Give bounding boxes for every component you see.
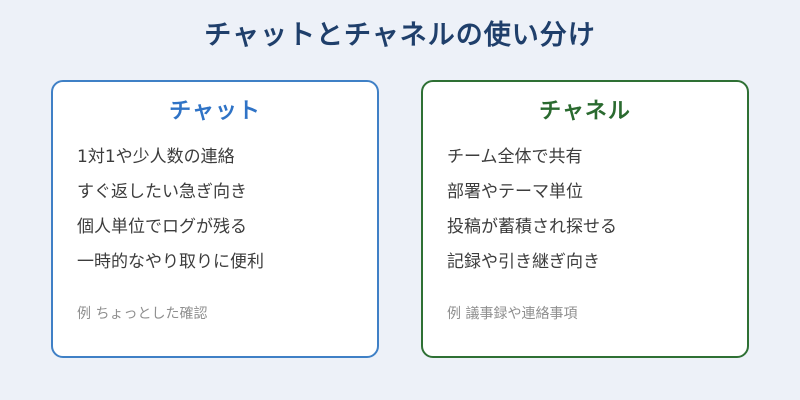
chat-point: すぐ返したい急ぎ向き (77, 182, 247, 202)
chat-point: 1対1や少人数の連絡 (77, 147, 235, 167)
channel-point: 記録や引き継ぎ向き (447, 252, 600, 272)
channel-card: チャネル チーム全体で共有 部署やテーマ単位 投稿が蓄積され探せる 記録や引き継… (421, 80, 749, 358)
channel-point: 部署やテーマ単位 (447, 182, 583, 202)
chat-card-title: チャット (169, 99, 261, 124)
channel-points-list: チーム全体で共有 部署やテーマ単位 投稿が蓄積され探せる 記録や引き継ぎ向き (447, 146, 617, 286)
channel-example: 例 議事録や連絡事項 (447, 306, 578, 322)
chat-point: 一時的なやり取りに便利 (77, 252, 264, 272)
chat-card: チャット 1対1や少人数の連絡 すぐ返したい急ぎ向き 個人単位でログが残る 一時… (51, 80, 379, 358)
channel-point: チーム全体で共有 (447, 147, 583, 167)
channel-point: 投稿が蓄積され探せる (447, 217, 617, 237)
chat-points-list: 1対1や少人数の連絡 すぐ返したい急ぎ向き 個人単位でログが残る 一時的なやり取… (77, 146, 264, 286)
page-title: チャットとチャネルの使い分け (204, 20, 596, 51)
chat-example: 例 ちょっとした確認 (77, 306, 208, 322)
chat-point: 個人単位でログが残る (77, 217, 247, 237)
channel-card-title: チャネル (539, 99, 631, 124)
